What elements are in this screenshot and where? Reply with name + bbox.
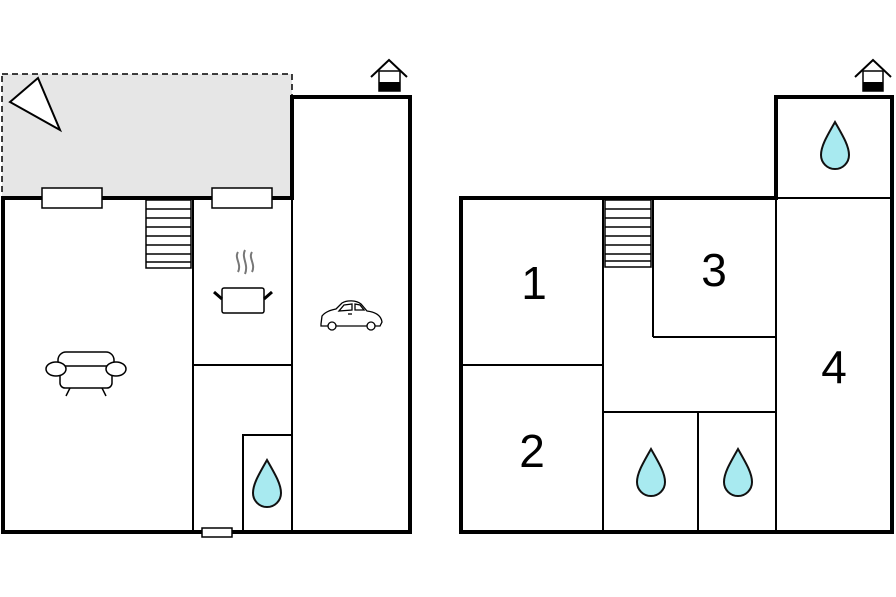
cooking-pot-icon (213, 249, 273, 314)
stairs-icon (145, 199, 192, 269)
window-kitchen (211, 187, 273, 209)
room-number-4: 4 (821, 341, 847, 393)
house-entrance-icon (854, 58, 892, 92)
room-number-2: 2 (519, 425, 545, 477)
upper-floor: 1 2 3 4 (459, 58, 894, 534)
water-drop-icon (251, 457, 283, 508)
car-icon (320, 300, 383, 331)
ground-bathroom (242, 434, 293, 533)
stairs-icon (604, 199, 652, 268)
front-door (201, 527, 233, 538)
room-number-3: 3 (701, 244, 727, 296)
water-drop-icon (635, 446, 667, 497)
terrace-area (1, 73, 293, 199)
compass-arrow-icon (8, 76, 63, 133)
water-drop-icon (819, 119, 851, 170)
water-drop-icon (722, 446, 754, 497)
ground-floor (1, 58, 412, 538)
room-number-1: 1 (521, 257, 547, 309)
window-living (41, 187, 103, 209)
sofa-icon (45, 351, 127, 397)
house-entrance-icon (370, 58, 408, 92)
